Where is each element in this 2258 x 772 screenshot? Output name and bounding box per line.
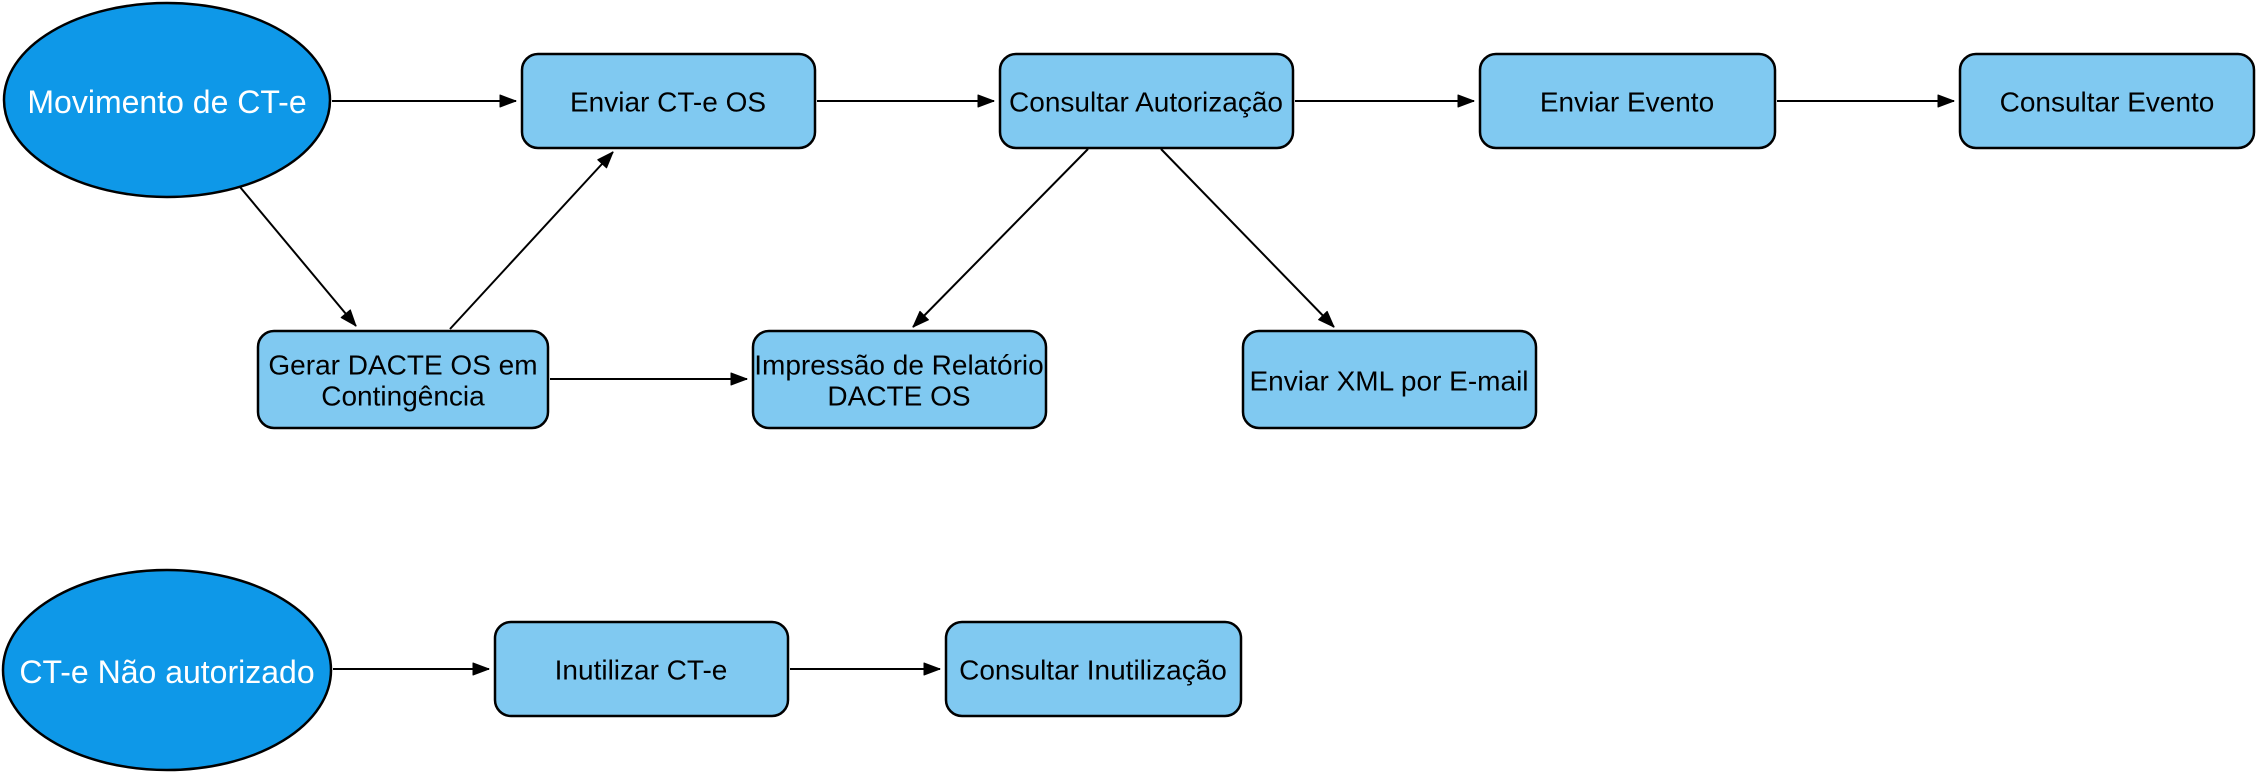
gerar-dacte-box-shape [256,329,550,430]
consultar-evento-label: Consultar Evento [2000,87,2215,118]
consultar-autorizacao-box-shape [998,52,1295,150]
consultar-inutilizacao-label: Consultar Inutilização [959,655,1227,686]
node-impressao-relatorio-dacte: Impressão de Relatório DACTE OS [751,329,1048,430]
edge-consultar-autorizacao-to-enviar-xml [1160,148,1335,328]
edge-gerar-dacte-to-enviar-cte-os [449,151,614,330]
movimento-ellipse-shape [2,1,332,199]
node-enviar-evento: Enviar Evento [1478,52,1777,150]
node-consultar-inutilizacao: Consultar Inutilização [944,620,1243,718]
consultar-evento-box-shape [1958,52,2256,150]
gerar-dacte-label-line1: Gerar DACTE OS em [268,350,537,381]
node-enviar-xml-email: Enviar XML por E-mail [1241,329,1538,430]
edge-movimento-to-gerar-dacte [239,186,357,327]
impressao-relatorio-box-shape [751,329,1048,430]
enviar-xml-box-shape [1241,329,1538,430]
node-enviar-cte-os: Enviar CT-e OS [520,52,817,150]
enviar-evento-label: Enviar Evento [1540,87,1714,118]
edge-consultar-autorizacao-to-impressao-relatorio [912,148,1089,328]
inutilizar-cte-label: Inutilizar CT-e [555,655,728,686]
node-gerar-dacte-contingencia: Gerar DACTE OS em Contingência [256,329,550,430]
node-cte-nao-autorizado: CT-e Não autorizado [1,568,333,772]
impressao-relatorio-label-line2: DACTE OS [827,381,970,412]
enviar-xml-label: Enviar XML por E-mail [1249,366,1528,397]
cte-nao-autorizado-ellipse-shape [1,568,333,772]
movimento-label: Movimento de CT-e [27,84,306,120]
inutilizar-cte-box-shape [493,620,790,718]
node-movimento: Movimento de CT-e [2,1,332,199]
consultar-autorizacao-label: Consultar Autorização [1009,87,1283,118]
node-consultar-autorizacao: Consultar Autorização [998,52,1295,150]
impressao-relatorio-label-line1: Impressão de Relatório [754,350,1043,381]
gerar-dacte-label-line2: Contingência [321,381,485,412]
node-consultar-evento: Consultar Evento [1958,52,2256,150]
node-inutilizar-cte: Inutilizar CT-e [493,620,790,718]
edges-layer [239,94,1955,676]
enviar-cte-os-box-shape [520,52,817,150]
cte-nao-autorizado-label: CT-e Não autorizado [19,654,314,690]
consultar-inutilizacao-box-shape [944,620,1243,718]
enviar-evento-box-shape [1478,52,1777,150]
enviar-cte-os-label: Enviar CT-e OS [570,87,766,118]
